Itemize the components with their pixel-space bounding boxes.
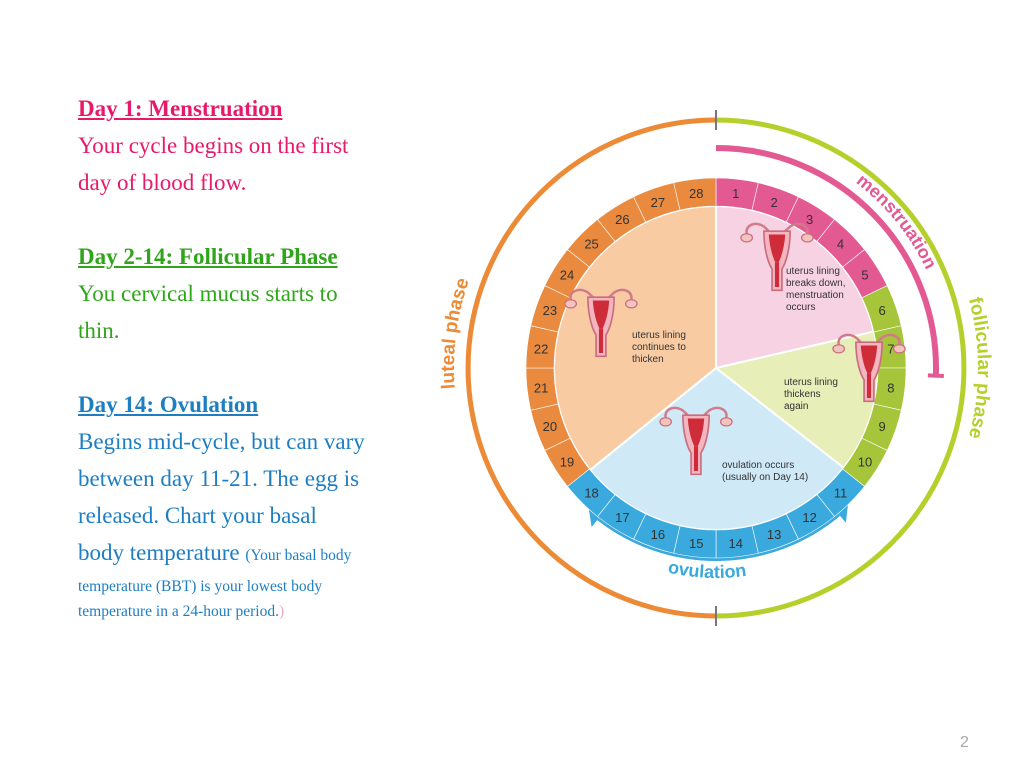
ovulation-line-4: body temperature (Your basal body <box>78 534 438 574</box>
caption-menstruation: occurs <box>786 302 815 313</box>
bbt-note-line-1: temperature (BBT) is your lowest body <box>78 578 323 595</box>
day-label: 24 <box>560 267 574 282</box>
follicular-heading: Day 2-14: Follicular Phase <box>78 244 338 269</box>
menstruation-arc <box>715 145 939 376</box>
day-label: 14 <box>728 536 742 551</box>
follicular-line-2: thin. <box>78 318 120 343</box>
day-label: 11 <box>834 485 848 500</box>
caption-luteal: thicken <box>632 354 664 365</box>
menstruation-heading: Day 1: Menstruation <box>78 96 283 121</box>
uterus-icon-luteal <box>564 288 638 358</box>
day-label: 15 <box>689 536 703 551</box>
day-label: 28 <box>689 186 703 201</box>
day-label: 17 <box>615 510 629 525</box>
day-segment <box>673 177 717 211</box>
day-label: 10 <box>858 455 872 470</box>
ovulation-line-1: Begins mid-cycle, but can vary <box>78 429 365 454</box>
caption-menstruation: breaks down, <box>786 278 845 289</box>
outer-arc-follicular <box>715 117 967 619</box>
ovulation-line-2: between day 11-21. The egg is <box>78 466 360 491</box>
caption-thickens: again <box>784 401 808 412</box>
day-label: 25 <box>584 237 598 252</box>
uterus-icon-ovulation <box>659 406 733 476</box>
caption-luteal: continues to <box>632 342 686 353</box>
day-label: 21 <box>534 381 548 396</box>
ovulation-heading: Day 14: Ovulation <box>78 392 259 417</box>
day-label: 23 <box>543 303 557 318</box>
caption-thickens: uterus lining <box>784 377 838 388</box>
uterus-icon-follicular <box>832 333 906 403</box>
follicular-arc-label: follicular phase <box>964 295 994 441</box>
day-label: 4 <box>837 237 844 252</box>
day-label: 3 <box>806 212 813 227</box>
day-label: 16 <box>651 527 665 542</box>
bbt-note-line-2-text: temperature in a 24-hour period. <box>78 603 279 620</box>
ovulation-line-4-text: body temperature <box>78 540 246 565</box>
ovulation-line-3: released. Chart your basal <box>78 503 317 528</box>
cycle-diagram-svg: 1234567891011121314151617181920212223242… <box>438 110 994 626</box>
menstruation-arc-end <box>927 373 944 378</box>
day-label: 27 <box>651 195 665 210</box>
bbt-note-end: ) <box>279 603 285 620</box>
day-label: 9 <box>879 419 886 434</box>
day-label: 22 <box>534 341 548 356</box>
day-label: 6 <box>879 303 886 318</box>
caption-menstruation: menstruation <box>786 290 844 301</box>
menstruation-line-2: day of blood flow. <box>78 170 247 195</box>
caption-luteal: uterus lining <box>632 330 686 341</box>
caption-ovulation: (usually on Day 14) <box>722 472 808 483</box>
day-label: 7 <box>887 341 894 356</box>
day-label: 2 <box>771 195 778 210</box>
caption-menstruation: uterus lining <box>786 266 840 277</box>
day-label: 12 <box>802 510 816 525</box>
caption-thickens: thickens <box>784 389 821 400</box>
day-label: 1 <box>732 186 739 201</box>
day-label: 19 <box>560 455 574 470</box>
day-label: 26 <box>615 212 629 227</box>
menstruation-line-1: Your cycle begins on the first <box>78 133 349 158</box>
bbt-note-start: (Your basal body <box>245 547 352 564</box>
bbt-note-line-2: temperature in a 24-hour period.) <box>78 599 438 624</box>
day-label: 5 <box>861 267 868 282</box>
uterus-icon-menstruation <box>740 222 814 292</box>
follicular-line-1: You cervical mucus starts to <box>78 281 338 306</box>
outer-arc-luteal <box>465 117 717 619</box>
day-label: 13 <box>767 527 781 542</box>
day-label: 8 <box>887 381 894 396</box>
day-label: 20 <box>543 419 557 434</box>
day-label: 18 <box>584 485 598 500</box>
text-panel: Day 1: Menstruation Your cycle begins on… <box>78 90 438 624</box>
caption-ovulation: ovulation occurs <box>722 460 794 471</box>
page-number: 2 <box>960 734 969 751</box>
